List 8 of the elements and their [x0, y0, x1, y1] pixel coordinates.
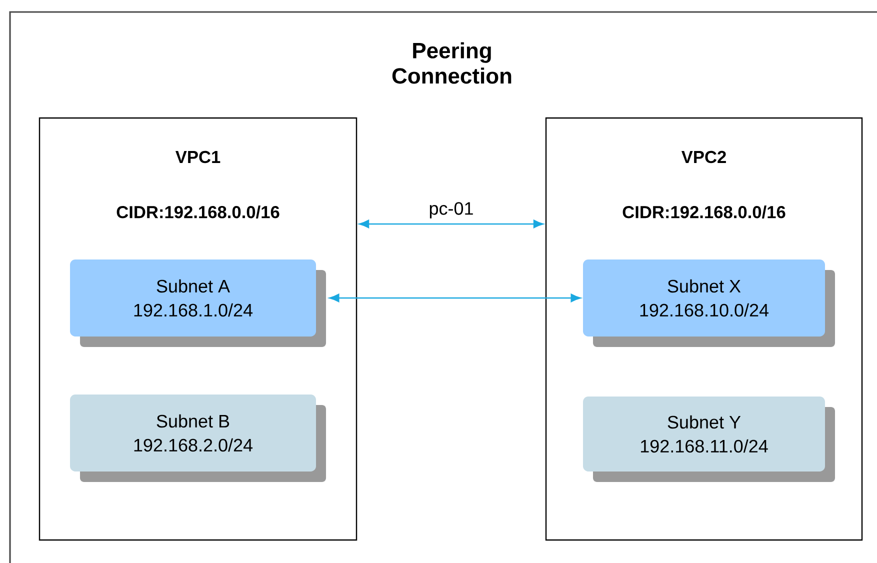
subnet-box: Subnet B 192.168.2.0/24 — [70, 394, 326, 482]
subnet-box: Subnet X 192.168.10.0/24 — [583, 260, 835, 347]
edge-label: pc-01 — [430, 202, 473, 218]
subnet-box: Subnet A 192.168.1.0/24 — [70, 260, 326, 347]
title: Peering Connection — [392, 42, 512, 84]
subnet-box: Subnet Y 192.168.11.0/24 — [583, 396, 835, 482]
arrow — [329, 294, 581, 302]
arrow — [359, 220, 544, 228]
